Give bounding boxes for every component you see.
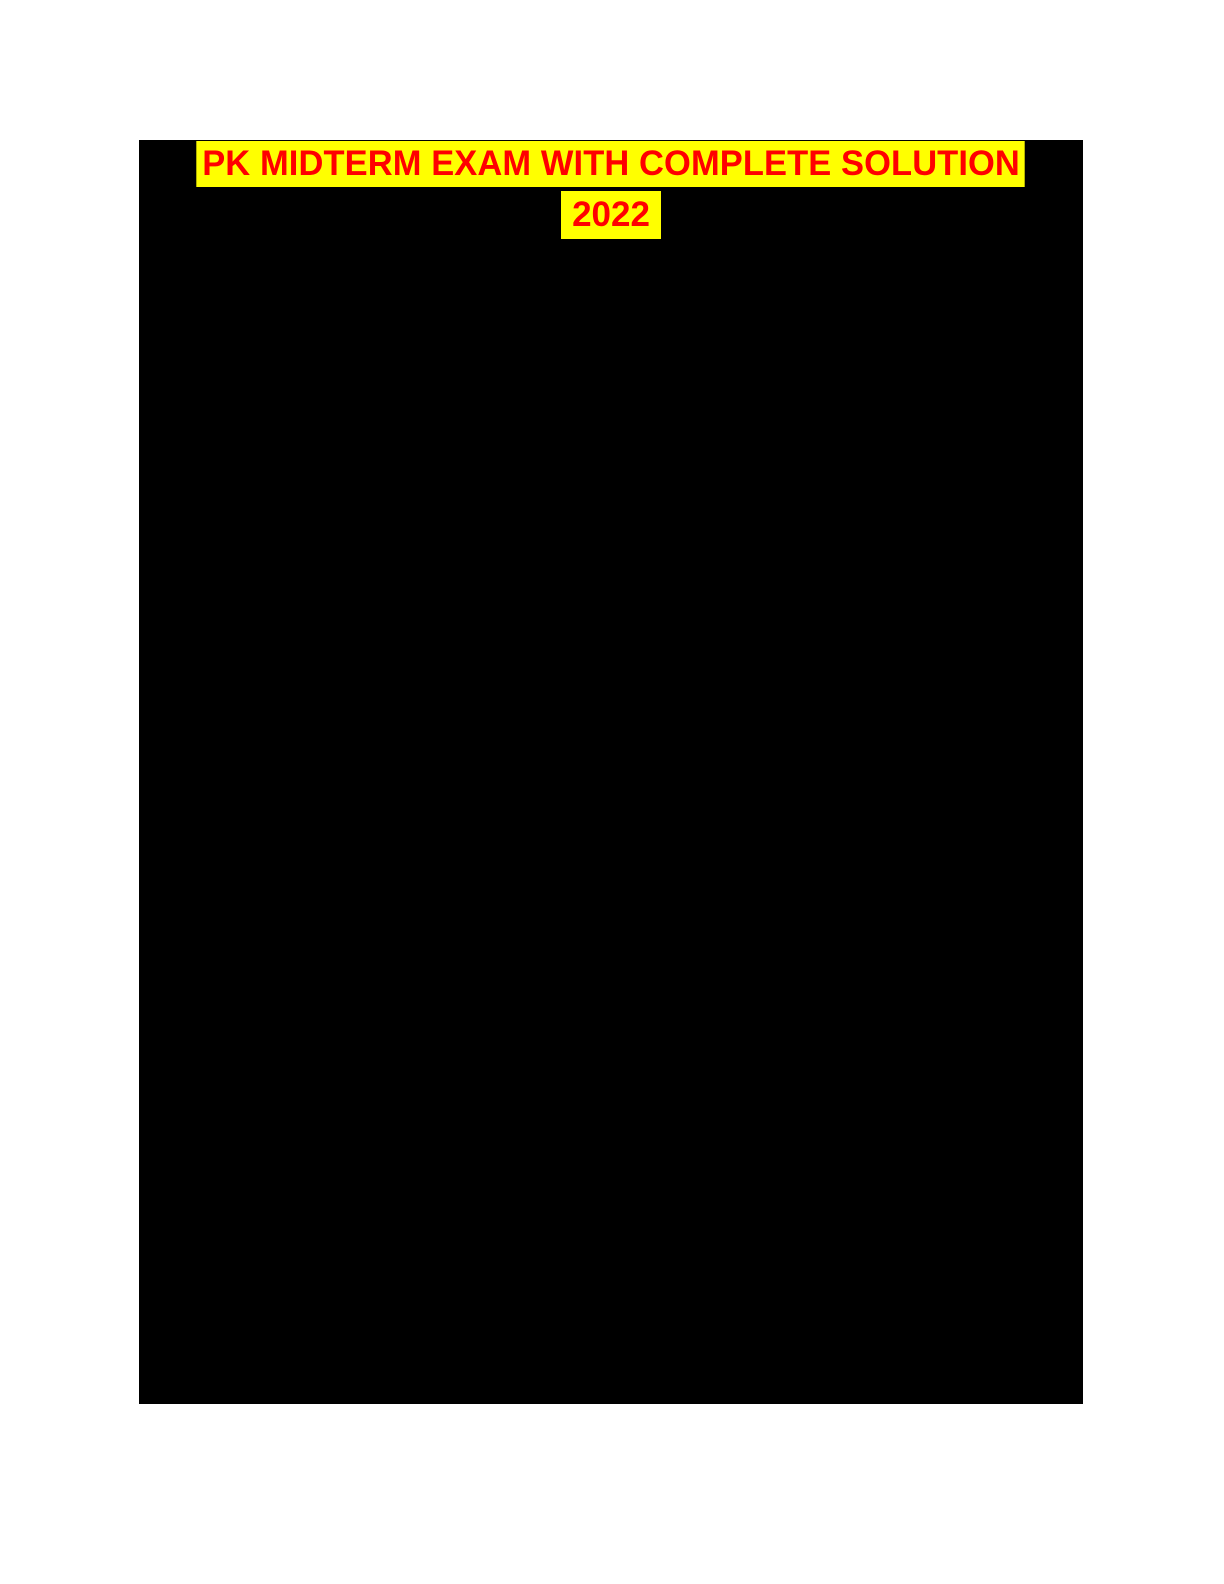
- page-title: PK MIDTERM EXAM WITH COMPLETE SOLUTION: [196, 141, 1026, 187]
- title-line-year: 2022: [139, 191, 1083, 239]
- page-title-year: 2022: [561, 191, 661, 239]
- document-body-redacted: [139, 242, 1083, 1404]
- document-page: PK MIDTERM EXAM WITH COMPLETE SOLUTION 2…: [139, 140, 1083, 1404]
- title-line-primary: PK MIDTERM EXAM WITH COMPLETE SOLUTION: [139, 141, 1083, 187]
- document-title-block: PK MIDTERM EXAM WITH COMPLETE SOLUTION 2…: [139, 140, 1083, 239]
